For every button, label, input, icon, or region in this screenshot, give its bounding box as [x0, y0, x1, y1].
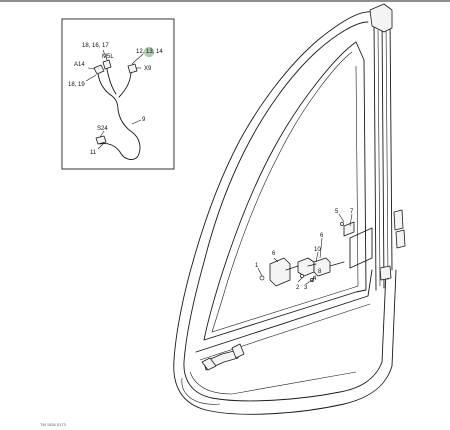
latch-plate	[349, 227, 373, 269]
vertical-rail	[373, 13, 393, 291]
screw	[259, 275, 265, 281]
highlight-marker	[143, 46, 155, 58]
lower-panel-edge	[189, 371, 357, 395]
door-outer-edge	[173, 11, 397, 415]
latch-housing	[269, 257, 291, 287]
label-m5l: M5L	[102, 54, 114, 60]
label-a14: A14	[74, 62, 85, 68]
leader	[97, 142, 105, 150]
lower-panel-edge	[195, 269, 373, 353]
label-group-b: 12, 13, 14	[136, 49, 163, 55]
label-9: 9	[142, 117, 146, 123]
callout-10: 10	[314, 247, 321, 253]
connector-m5l	[102, 59, 112, 70]
label-group-c: 18, 19	[68, 82, 85, 88]
leader	[315, 251, 319, 263]
leader	[338, 213, 345, 223]
leader	[85, 74, 97, 82]
connector-a14	[93, 64, 105, 75]
callout-7: 7	[350, 209, 354, 215]
rail-block	[393, 209, 404, 231]
callout-8: 8	[318, 269, 322, 275]
callout-4: 4	[313, 276, 317, 282]
connector-x9	[127, 63, 138, 74]
callout-5: 5	[335, 209, 339, 215]
latch-mechanism	[297, 257, 315, 277]
latch-rod	[285, 261, 345, 271]
leader	[319, 237, 323, 259]
door-frame	[173, 3, 406, 415]
callout-6: 6	[272, 251, 276, 257]
harness-wire	[99, 143, 121, 153]
window-opening-inner	[211, 51, 359, 333]
connector-s24	[95, 135, 107, 145]
window-opening	[203, 41, 367, 341]
latch-link	[313, 257, 331, 277]
lower-panel-edge	[199, 303, 371, 361]
grab-handle-end	[201, 357, 217, 371]
leader	[311, 275, 315, 283]
label-11: 11	[90, 150, 97, 156]
door-outer-edge-inner	[183, 21, 387, 402]
leader	[297, 277, 303, 283]
harness-wire	[97, 73, 119, 111]
screw	[340, 222, 344, 226]
rail-block	[395, 229, 406, 249]
label-s24: S24	[97, 126, 108, 132]
striker-bracket	[343, 221, 355, 237]
top-hinge	[369, 3, 393, 33]
leader	[131, 53, 144, 65]
leader	[131, 119, 142, 125]
callout-3: 3	[304, 285, 308, 291]
leader	[99, 130, 105, 138]
callout-1: 1	[255, 263, 259, 269]
door-bottom-curve	[181, 377, 221, 405]
callout-6: 6	[320, 233, 324, 239]
vertical-rail-detail	[377, 23, 389, 287]
label-x9: X9	[144, 66, 152, 72]
wiring-harness-inset: 18, 16, 17 M5L A14 12, 13, 14 X9 18, 19 …	[61, 18, 175, 170]
harness-wire	[106, 68, 117, 95]
leader	[273, 257, 279, 263]
inset-frame	[61, 18, 175, 170]
rail-block	[379, 265, 392, 281]
figure-code: TM 1534 0173	[40, 422, 67, 427]
screw	[300, 274, 304, 278]
grab-handle-end	[231, 343, 245, 359]
callout-2: 2	[296, 285, 300, 291]
label-group-a: 18, 16, 17	[82, 43, 109, 49]
leader	[305, 279, 313, 285]
harness-wire	[118, 72, 132, 98]
leader	[102, 49, 108, 61]
leader	[349, 213, 353, 227]
leader	[87, 67, 96, 70]
leader	[257, 267, 263, 277]
harness-wire	[117, 109, 141, 160]
